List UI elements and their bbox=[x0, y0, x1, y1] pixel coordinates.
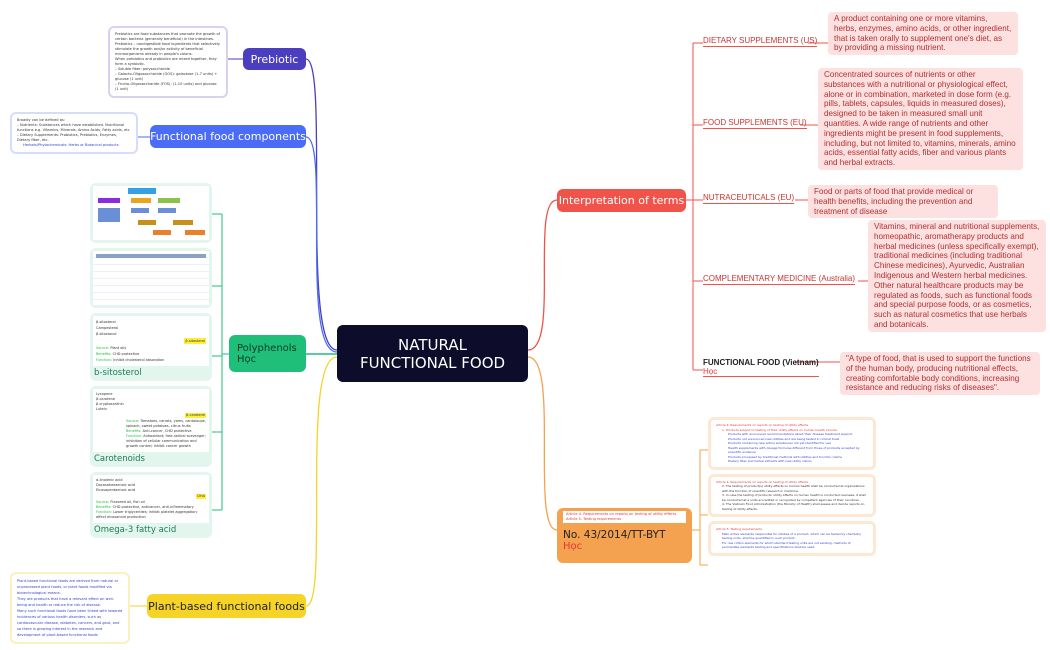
term-nutraceuticals-eu[interactable]: NUTRACEUTICALS (EU) bbox=[703, 193, 795, 204]
carotenoids-card[interactable]: Lycopene β-carotene β-cryptoxanthin Lute… bbox=[90, 386, 212, 467]
prebiotic-note: Prebiotics are food substances that prom… bbox=[108, 26, 228, 98]
prebiotic-node[interactable]: Prebiotic bbox=[243, 48, 306, 70]
interpretation-of-terms-node[interactable]: Interpretation of terms bbox=[557, 189, 686, 212]
desc-food-supplements: Concentrated sources of nutrients or oth… bbox=[818, 68, 1023, 170]
b-sitosterol-card[interactable]: β-sitosterol Campesterol β-sitostanol β-… bbox=[90, 313, 212, 381]
structure-tag: β-sitosterol bbox=[184, 338, 206, 344]
card-title: b-sitosterol bbox=[94, 368, 142, 378]
functional-food-components-node[interactable]: Functional food components bbox=[150, 125, 306, 148]
term-complementary-medicine-australia[interactable]: COMPLEMENTARY MEDICINE (Australia) bbox=[703, 274, 856, 285]
desc-complementary-medicine: Vitamins, mineral and nutritional supple… bbox=[868, 220, 1046, 332]
components-note: Broadly can be defined as: – Nutrients: … bbox=[10, 112, 138, 154]
link-article-4[interactable]: Article 4. Requirements on reports on te… bbox=[566, 512, 677, 516]
term-dietary-supplements-us[interactable]: DIETARY SUPPLEMENTS (US) bbox=[703, 36, 818, 47]
card-title: Omega-3 fatty acid bbox=[94, 525, 177, 535]
article-4-part-2: Article 4. Requirements on reports on te… bbox=[708, 473, 876, 517]
desc-nutraceuticals: Food or parts of food that provide medic… bbox=[808, 185, 998, 219]
plant-based-functional-foods-node[interactable]: Plant-based functional foods bbox=[147, 594, 306, 618]
circular-43-2014-node[interactable]: Article 4. Requirements on reports on te… bbox=[557, 508, 692, 563]
card-title: Carotenoids bbox=[94, 454, 145, 464]
omega-3-card[interactable]: α-linolenic acid Docosahexaenoic acid Ei… bbox=[90, 472, 212, 538]
term-food-supplements-eu[interactable]: FOOD SUPPLEMENTS (EU) bbox=[703, 118, 807, 129]
structure-tag: DHA bbox=[196, 494, 206, 499]
polyphenol-images-column: β-sitosterol Campesterol β-sitostanol β-… bbox=[90, 183, 212, 538]
desc-dietary-supplements: A product containing one or more vitamin… bbox=[828, 12, 1018, 56]
desc-functional-food-vietnam: "A type of food, that is used to support… bbox=[840, 352, 1040, 396]
articles-column: Article 4. Requirements on reports on te… bbox=[708, 417, 876, 556]
polyphenols-node[interactable]: Polyphenols Học bbox=[229, 335, 306, 372]
article-4-part-1: Article 4. Requirements on reports on te… bbox=[708, 417, 876, 470]
polyphenol-table-image bbox=[90, 248, 212, 308]
article-5: Article 5. Testing requirements Main act… bbox=[708, 521, 876, 556]
structure-tag: β-carotene bbox=[185, 413, 206, 418]
plant-based-note: Plant-based functional foods are derived… bbox=[10, 572, 130, 644]
link-article-5[interactable]: Article 5. Testing requirements bbox=[566, 517, 622, 521]
term-functional-food-vietnam[interactable]: FUNCTIONAL FOOD (Vietnam) Học bbox=[703, 358, 819, 377]
polyphenol-classification-diagram bbox=[90, 183, 212, 243]
central-topic[interactable]: NATURAL FUNCTIONAL FOOD bbox=[337, 325, 528, 382]
